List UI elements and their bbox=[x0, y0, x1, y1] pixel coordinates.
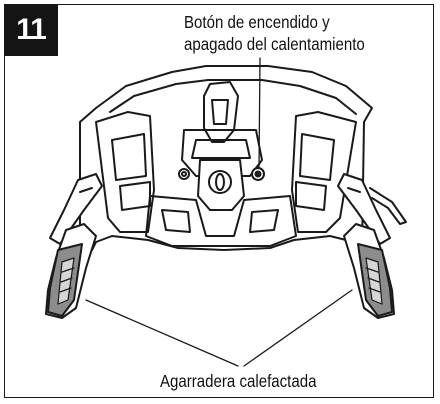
step-number-badge: 11 bbox=[4, 4, 58, 56]
left-heated-grip bbox=[45, 223, 97, 319]
housing-inner-top bbox=[109, 79, 357, 115]
power-button-callout: Botón de encendido y apagado del calenta… bbox=[184, 11, 365, 55]
power-button-callout-line-1: Botón de encendido y bbox=[184, 12, 330, 32]
heated-grip-leader-left bbox=[85, 299, 239, 367]
left-screw-icon bbox=[178, 168, 190, 180]
right-heated-grip bbox=[343, 223, 395, 319]
lower-housing bbox=[145, 195, 297, 247]
power-button-leader-line bbox=[258, 57, 261, 169]
right-cowl bbox=[291, 111, 357, 233]
right-cable bbox=[369, 187, 407, 225]
power-button-callout-line-2: apagado del calentamiento bbox=[184, 34, 365, 54]
left-cowl bbox=[95, 111, 155, 233]
heated-grip-callout: Agarradera calefactada bbox=[160, 371, 317, 391]
heated-grip-leader-right bbox=[243, 289, 353, 367]
ignition-knob-icon bbox=[208, 170, 232, 194]
